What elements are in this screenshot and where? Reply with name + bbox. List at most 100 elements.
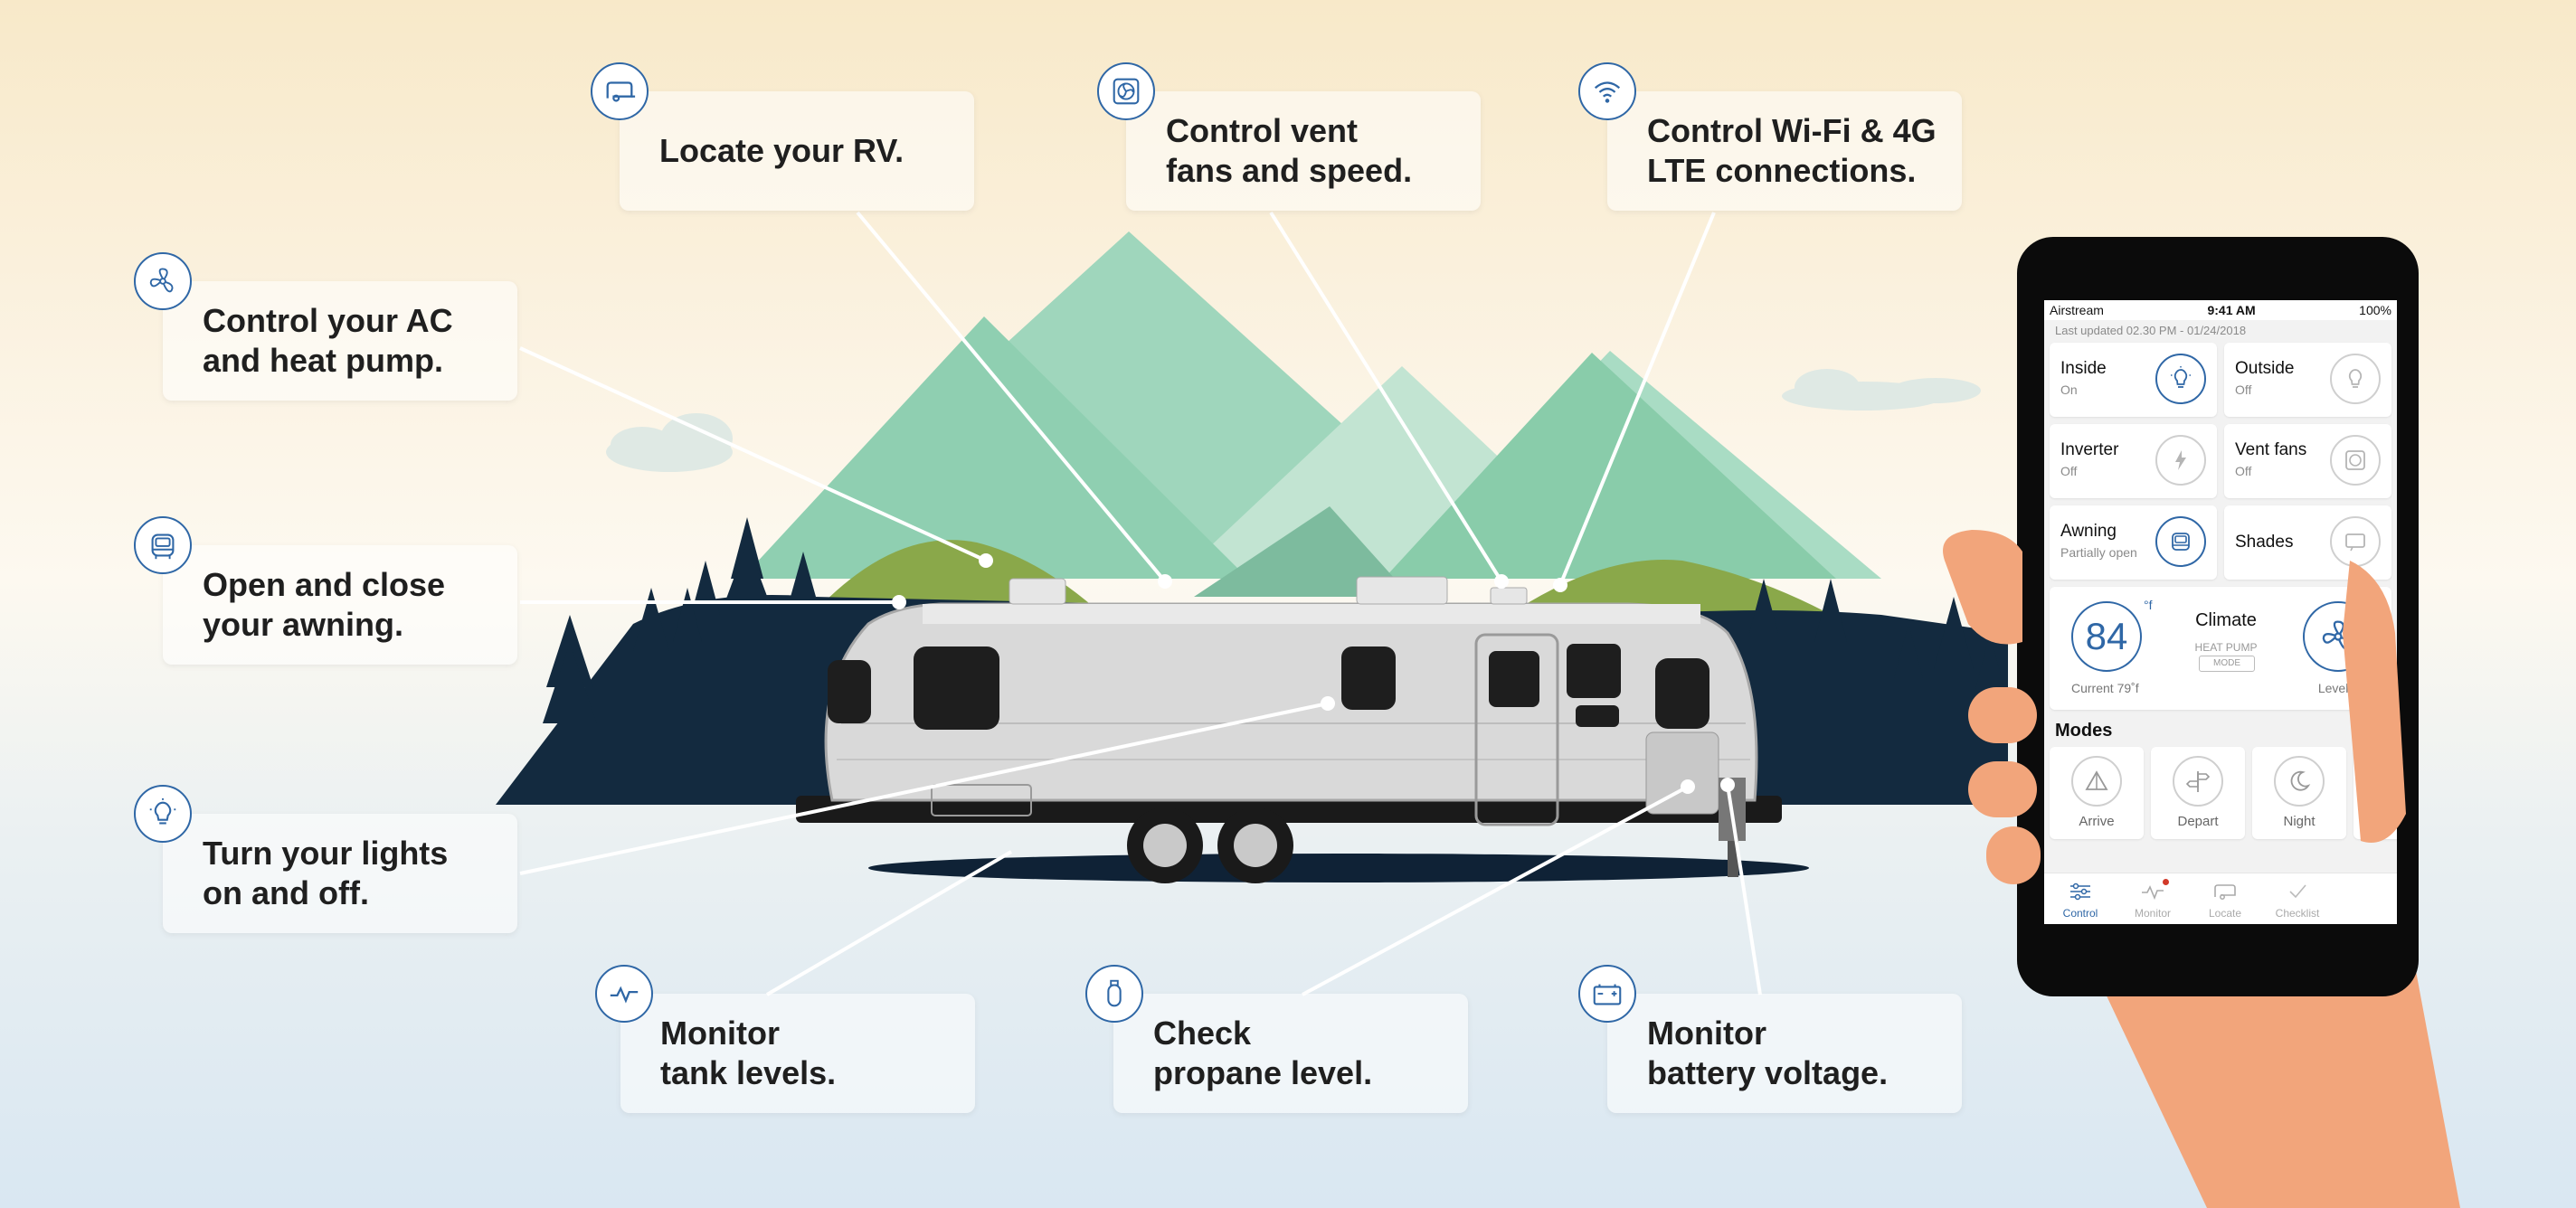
tile-status: Off [2235, 382, 2252, 397]
last-updated: Last updated 02.30 PM - 01/24/2018 [2044, 320, 2397, 343]
callout-ac: Control your AC and heat pump. [163, 281, 517, 401]
carrier-label: Airstream [2050, 303, 2104, 317]
tile-status: Off [2235, 464, 2252, 478]
bolt-icon[interactable] [2155, 435, 2206, 486]
propane-tank-icon [1085, 965, 1143, 1023]
tile-label: Outside [2235, 359, 2295, 378]
mode-more[interactable] [2353, 747, 2397, 839]
tab-checklist[interactable]: Checklist [2261, 873, 2334, 924]
tab-label: Checklist [2275, 907, 2320, 920]
tile-status: On [2060, 382, 2078, 397]
sliders-icon [2070, 882, 2090, 901]
tile-label: Awning [2060, 522, 2117, 541]
mountain-center [1194, 506, 1411, 597]
moon-icon [2274, 756, 2325, 807]
awning-icon[interactable] [2155, 516, 2206, 567]
callout-wifi: Control Wi-Fi & 4G LTE connections. [1607, 91, 1962, 211]
phone-screen: Airstream 9:41 AM 100% Last updated 02.3… [2044, 300, 2397, 924]
climate-card[interactable]: 84 °f Current 79˚f Climate HEAT PUMP MOD… [2050, 587, 2391, 710]
callout-lights: Turn your lights on and off. [163, 814, 517, 933]
mountain-left [742, 316, 1248, 579]
callout-awning: Open and close your awning. [163, 545, 517, 665]
pulse-icon [595, 965, 653, 1023]
callout-connectors [519, 211, 1762, 996]
notification-dot [2163, 879, 2169, 885]
wifi-icon [1578, 62, 1636, 120]
callout-vent-text: Control vent fans and speed. [1166, 112, 1413, 189]
tab-control[interactable]: Control [2044, 873, 2117, 924]
battery-icon [1578, 965, 1636, 1023]
callout-battery: Monitor battery voltage. [1607, 994, 1962, 1113]
tab-bar: Control Monitor Locate Checklist [2044, 873, 2397, 924]
tile-inside-lights[interactable]: Inside On [2050, 343, 2217, 417]
trailer-icon [591, 62, 649, 120]
tile-outside-lights[interactable]: Outside Off [2224, 343, 2391, 417]
tab-monitor[interactable]: Monitor [2117, 873, 2189, 924]
signpost-icon [2173, 756, 2223, 807]
temperature-unit: °f [2144, 598, 2153, 612]
tile-status: Off [2060, 464, 2078, 478]
mode-arrive[interactable]: Arrive [2050, 747, 2144, 839]
trailer-icon [2214, 884, 2236, 900]
shade-icon[interactable] [2330, 516, 2381, 567]
callout-lights-text: Turn your lights on and off. [203, 835, 449, 911]
tile-label: Inside [2060, 359, 2107, 378]
lightbulb-icon [134, 785, 192, 843]
modes-title: Modes [2055, 721, 2113, 741]
tile-awning[interactable]: Awning Partially open [2050, 505, 2217, 580]
check-icon [2289, 884, 2306, 899]
tile-shades[interactable]: Shades [2224, 505, 2391, 580]
callout-battery-text: Monitor battery voltage. [1647, 1015, 1889, 1091]
tab-label: Control [2062, 907, 2098, 920]
fan-level: Level 1 [2317, 681, 2359, 695]
mode-label: Depart [2177, 814, 2219, 829]
tile-vent-fans[interactable]: Vent fans Off [2224, 424, 2391, 498]
mode-label: Night [2283, 814, 2316, 829]
set-temperature[interactable]: 84 [2071, 601, 2142, 672]
callout-locate: Locate your RV. [620, 91, 974, 211]
cloud-left [606, 413, 733, 472]
mode-depart[interactable]: Depart [2151, 747, 2245, 839]
cloud-right [1782, 369, 1981, 411]
tile-status: Partially open [2060, 545, 2137, 560]
fan-icon [134, 252, 192, 310]
status-bar: Airstream 9:41 AM 100% [2044, 300, 2397, 320]
modes-row: Arrive Depart Night [2044, 747, 2397, 839]
awning-icon [134, 516, 192, 574]
mode-night[interactable]: Night [2252, 747, 2346, 839]
pulse-icon [2142, 885, 2164, 901]
callout-vent: Control vent fans and speed. [1126, 91, 1481, 211]
vent-fan-icon [1097, 62, 1155, 120]
callout-awning-text: Open and close your awning. [203, 566, 446, 643]
tab-locate[interactable]: Locate [2189, 873, 2261, 924]
tab-label: Monitor [2134, 907, 2171, 920]
mode-label: Arrive [2079, 814, 2115, 829]
mode-button[interactable]: MODE [2199, 656, 2255, 672]
tile-label: Inverter [2060, 440, 2119, 459]
callout-tank-text: Monitor tank levels. [660, 1015, 837, 1091]
clock: 9:41 AM [2207, 303, 2256, 317]
current-temperature: Current 79˚f [2071, 681, 2139, 695]
callout-wifi-text: Control Wi-Fi & 4G LTE connections. [1647, 112, 1937, 189]
rv-shadow [868, 854, 1809, 882]
callout-tank: Monitor tank levels. [620, 994, 975, 1113]
control-tiles: Inside On Outside Off Inverter Off Vent … [2044, 343, 2397, 580]
vent-fan-icon[interactable] [2330, 435, 2381, 486]
tile-inverter[interactable]: Inverter Off [2050, 424, 2217, 498]
airstream-trailer [796, 576, 1782, 883]
lightbulb-icon[interactable] [2330, 354, 2381, 404]
callout-locate-text: Locate your RV. [659, 132, 904, 169]
tile-label: Vent fans [2235, 440, 2307, 459]
fan-icon[interactable] [2303, 601, 2373, 672]
battery-percent: 100% [2359, 303, 2391, 317]
tab-label: Locate [2208, 907, 2242, 920]
tile-label: Shades [2235, 533, 2294, 552]
lightbulb-icon[interactable] [2155, 354, 2206, 404]
callout-propane: Check propane level. [1113, 994, 1468, 1113]
callout-ac-text: Control your AC and heat pump. [203, 302, 453, 379]
callout-propane-text: Check propane level. [1153, 1015, 1373, 1091]
climate-title: Climate [2195, 610, 2257, 630]
tent-icon [2071, 756, 2122, 807]
climate-mode: HEAT PUMP [2194, 641, 2258, 654]
